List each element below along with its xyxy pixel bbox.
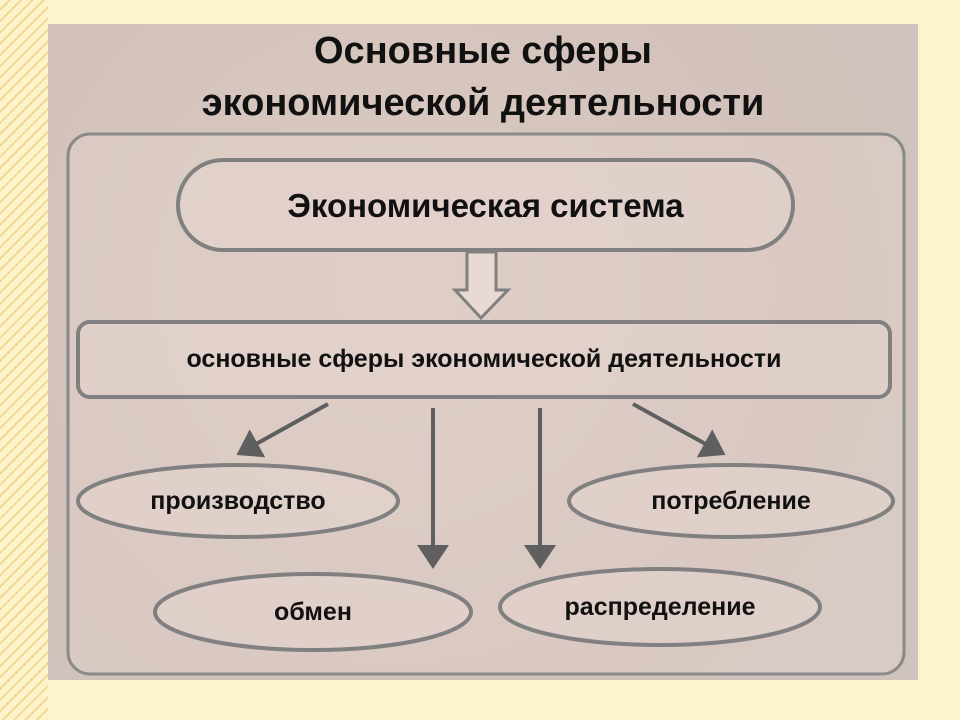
sphere-exchange: обмен <box>274 598 352 626</box>
hollow-down-arrow-icon <box>451 250 512 321</box>
spheres-box <box>76 320 892 399</box>
sphere-consumption: потребление <box>651 487 811 515</box>
system-label: Экономическая система <box>287 187 684 224</box>
decorative-stripes <box>0 0 48 720</box>
arrow-to-production <box>236 402 329 458</box>
ellipse-exchange <box>153 572 473 652</box>
sphere-production: производство <box>150 487 326 515</box>
system-pill <box>176 158 795 252</box>
outer-frame <box>66 132 906 676</box>
ellipse-production <box>76 463 400 539</box>
title-line-2: экономической деятельности <box>201 82 765 124</box>
arrow-to-consumption <box>632 402 726 458</box>
ellipse-consumption <box>567 463 895 539</box>
spheres-header-label: основные сферы экономической деятельност… <box>186 345 782 373</box>
title-line-1: Основные сферы <box>314 30 652 72</box>
sphere-distribution: распределение <box>564 593 756 621</box>
ellipse-distribution <box>498 567 822 647</box>
